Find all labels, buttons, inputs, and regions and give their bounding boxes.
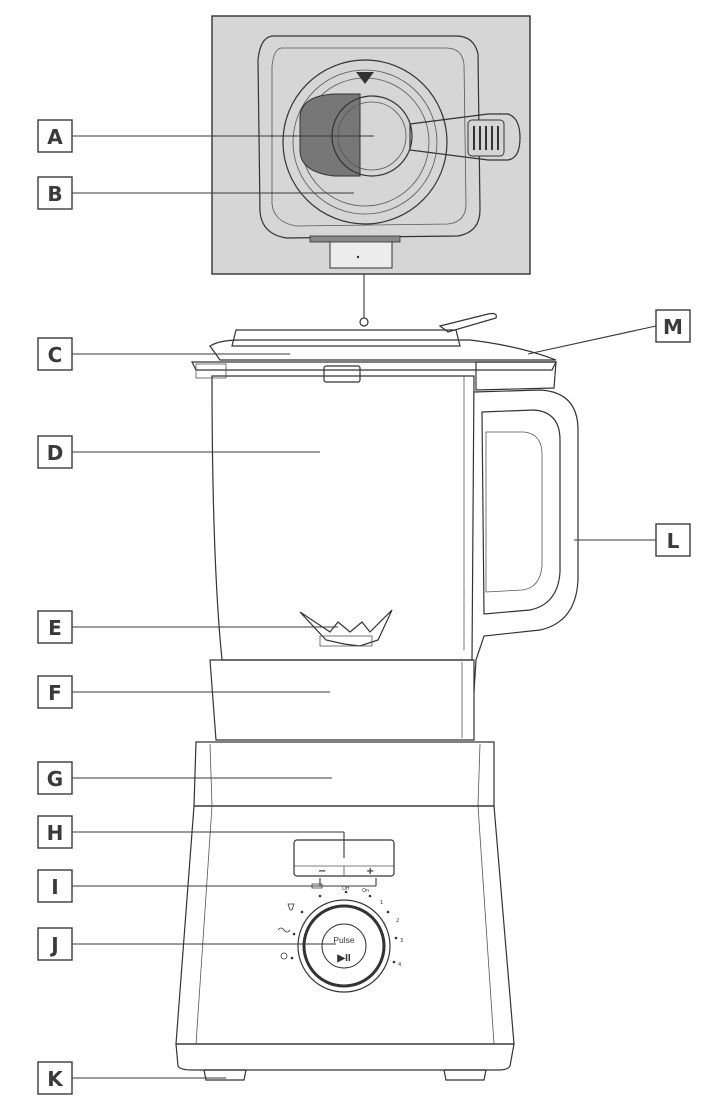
clean-icon: [280, 952, 288, 960]
svg-text:C: C: [48, 343, 63, 367]
svg-text:A: A: [47, 125, 63, 149]
soup-icon: [311, 883, 323, 889]
callout-I: I: [37, 869, 73, 903]
lid-detail-inset: [211, 15, 531, 275]
pulse-label: Pulse: [333, 935, 355, 945]
dial-speed-4: 4: [398, 962, 401, 968]
callout-H: H: [37, 815, 73, 849]
jug-lid: [191, 312, 557, 383]
callout-L: L: [655, 523, 691, 557]
dial-off-label: Off: [342, 886, 350, 892]
callout-E: E: [37, 610, 73, 644]
callout-K: K: [37, 1061, 73, 1095]
motor-unit: [175, 741, 515, 1081]
callout-J: J: [37, 927, 73, 961]
dial-on-label: On: [362, 888, 369, 894]
svg-text:I: I: [51, 875, 58, 899]
callout-D: D: [37, 435, 73, 469]
svg-text:D: D: [47, 441, 64, 465]
minus-button[interactable]: −: [318, 866, 326, 877]
svg-text:G: G: [47, 767, 63, 791]
svg-text:B: B: [47, 182, 62, 206]
callout-A: A: [37, 119, 73, 153]
callout-C: C: [37, 337, 73, 371]
plus-button[interactable]: +: [366, 866, 374, 877]
jug-base: [209, 659, 475, 741]
dial-speed-3: 3: [400, 938, 403, 944]
jug: [211, 361, 579, 693]
svg-text:J: J: [49, 933, 58, 957]
callout-M: M: [655, 309, 691, 343]
svg-text:M: M: [663, 315, 683, 339]
callout-B: B: [37, 176, 73, 210]
callout-F: F: [37, 675, 73, 709]
control-dial[interactable]: [290, 890, 398, 993]
steam-icon: [277, 927, 291, 933]
svg-text:L: L: [667, 529, 680, 553]
dial-speed-1: 1: [380, 900, 383, 906]
svg-text:H: H: [47, 821, 64, 845]
svg-text:E: E: [48, 616, 62, 640]
dial-speed-2: 2: [396, 918, 399, 924]
svg-text:K: K: [47, 1067, 64, 1091]
smoothie-icon: [287, 903, 295, 911]
play-pause-icon[interactable]: ▶II: [336, 953, 350, 964]
svg-text:F: F: [48, 681, 62, 705]
leader-lines: [72, 135, 657, 1079]
callout-G: G: [37, 761, 73, 795]
program-icons: [277, 883, 323, 960]
